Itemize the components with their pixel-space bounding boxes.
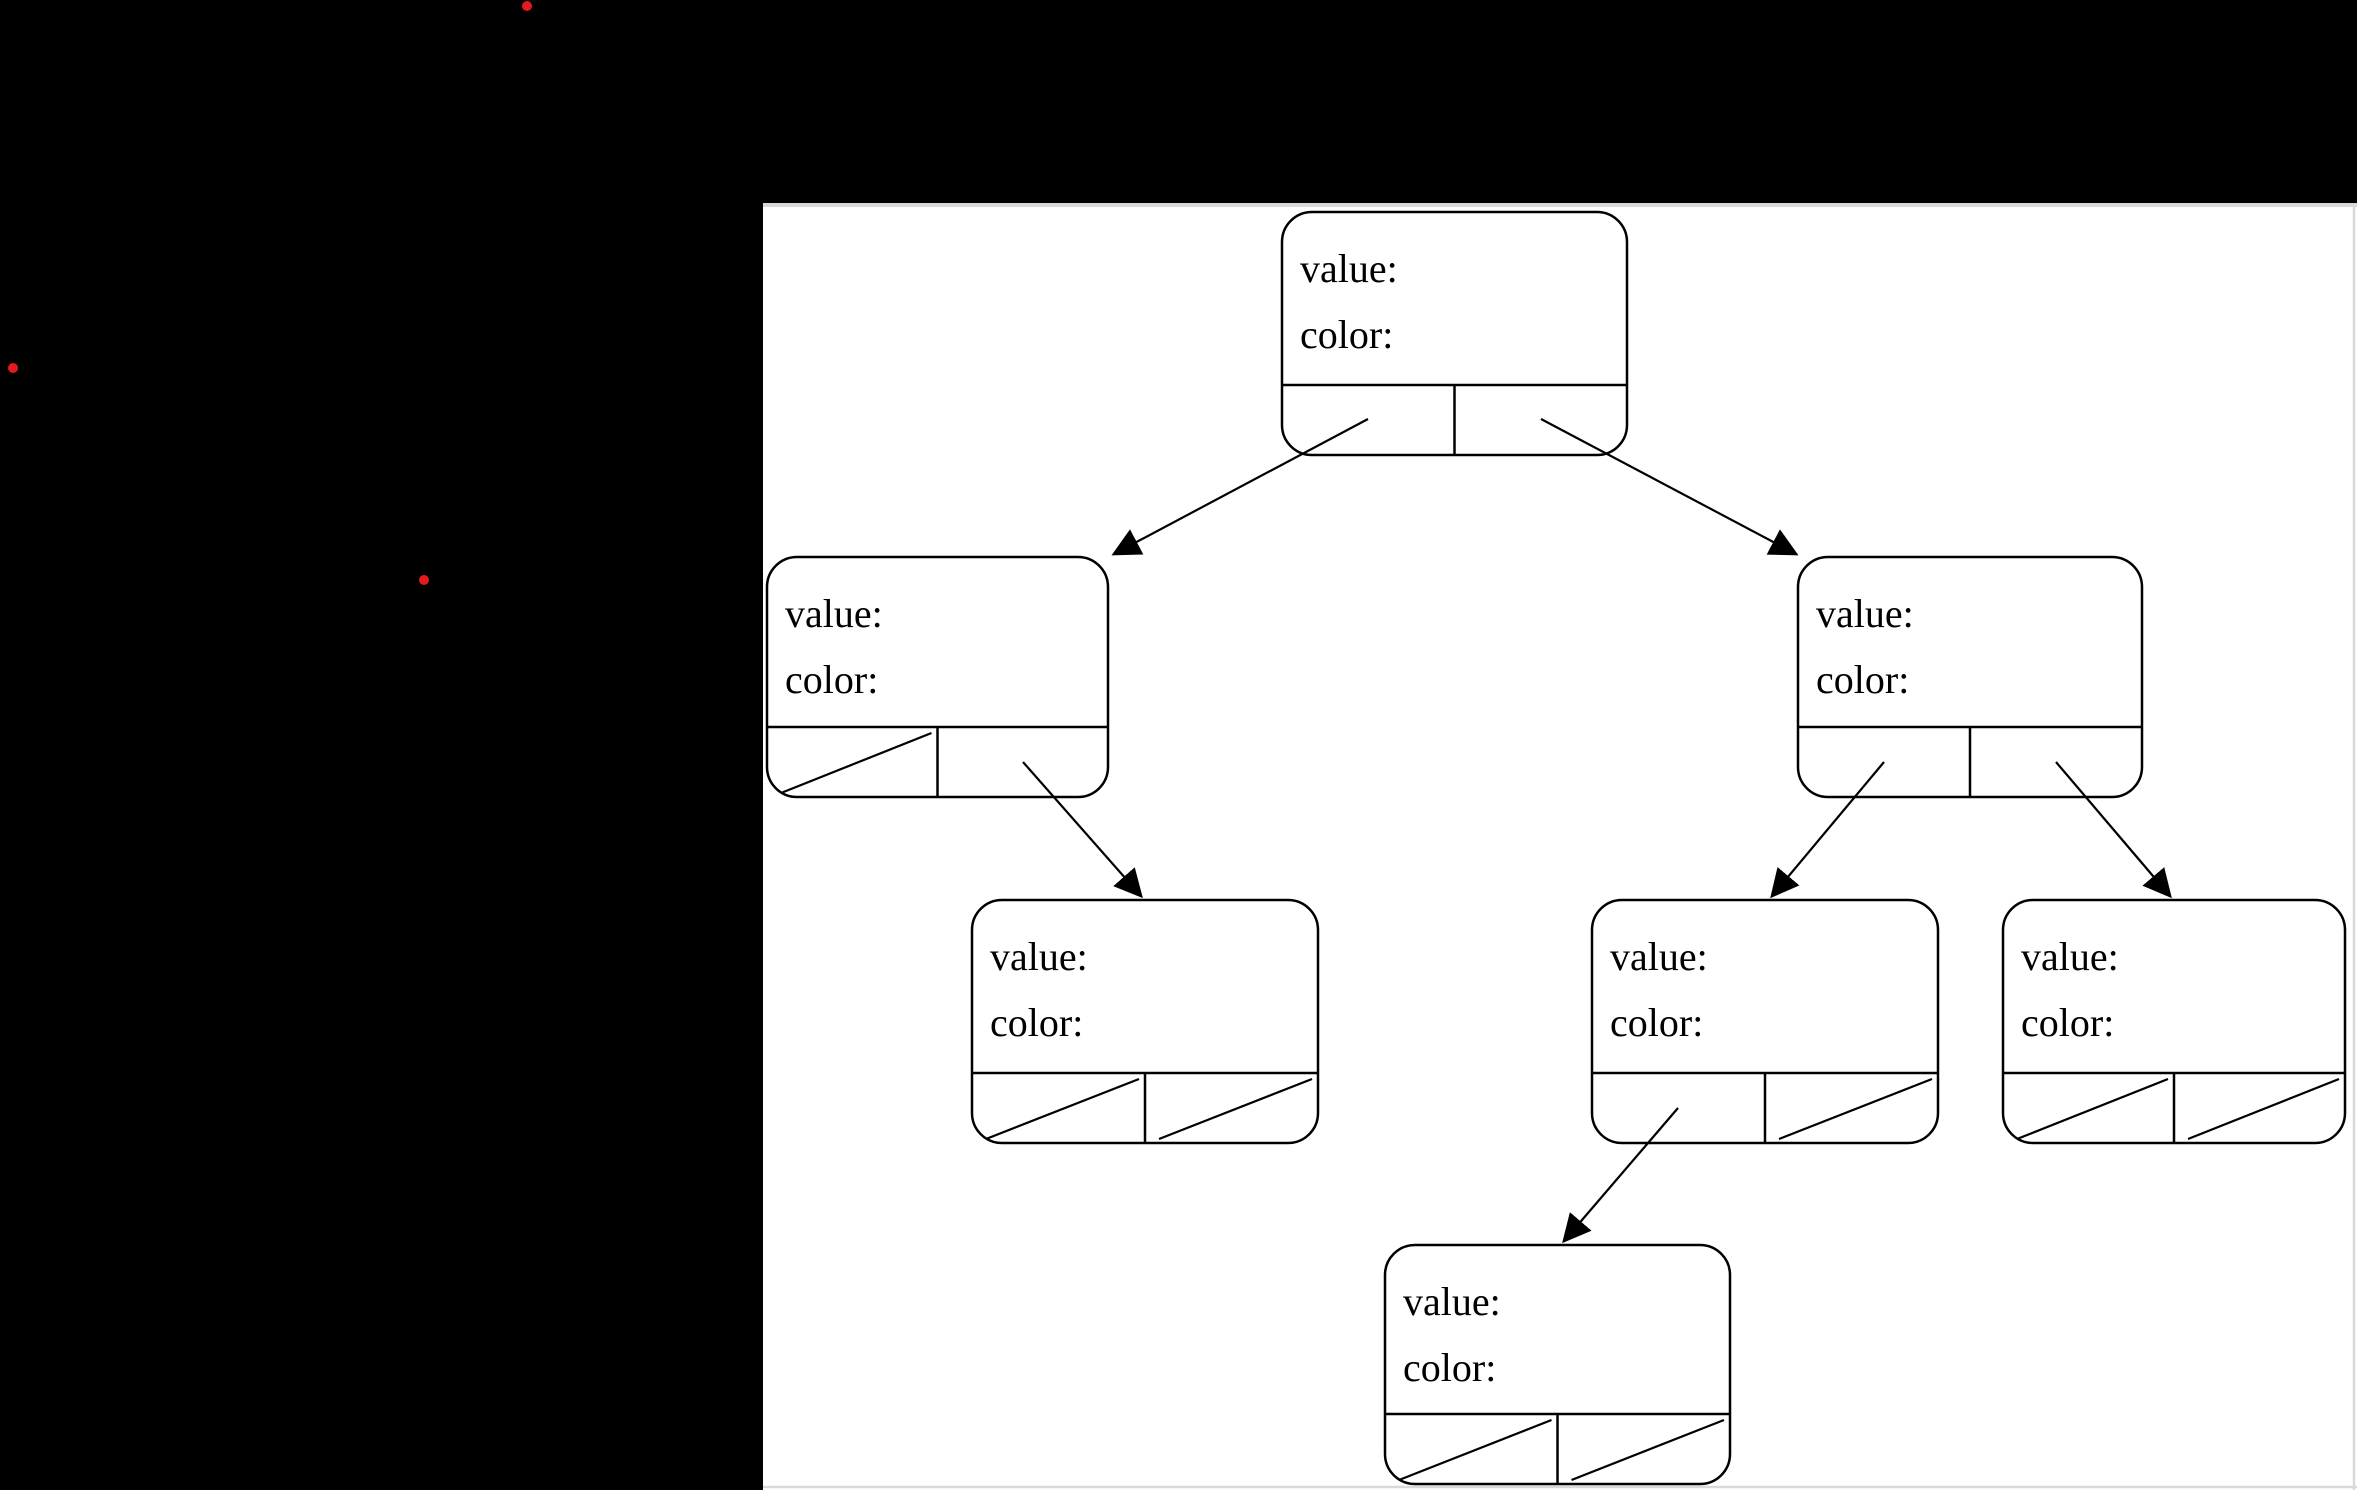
red-annotation-dot-1 bbox=[522, 1, 532, 11]
node-value-label: value: bbox=[990, 934, 1088, 979]
pointer-arrow-right-child-left bbox=[1770, 761, 1885, 899]
node-color-label: color: bbox=[1403, 1345, 1496, 1390]
node-color-label: color: bbox=[990, 1000, 1083, 1045]
null-pointer-slash-right bbox=[1158, 1077, 1313, 1141]
null-pointer-slash-right bbox=[1778, 1077, 1933, 1141]
node-value-label: value: bbox=[1403, 1279, 1501, 1324]
node-value-label: value: bbox=[2021, 934, 2119, 979]
node-value-label: value: bbox=[1610, 934, 1708, 979]
node-color-label: color: bbox=[1610, 1000, 1703, 1045]
tree-node-root: value: color: bbox=[1280, 210, 1629, 457]
node-color-label: color: bbox=[2021, 1000, 2114, 1045]
pointer-arrow-left-child-right bbox=[1022, 761, 1143, 899]
node-color-label: color: bbox=[1816, 657, 1909, 702]
pointer-arrow-root-left bbox=[1111, 418, 1369, 556]
null-pointer-slash-left bbox=[780, 731, 932, 795]
node-value-label: value: bbox=[1300, 246, 1398, 291]
null-pointer-slash-left bbox=[985, 1077, 1140, 1141]
tree-node-left-right-grandchild: value: color: bbox=[970, 898, 1320, 1145]
red-annotation-dot-2 bbox=[8, 363, 18, 373]
pointer-arrow-root-right bbox=[1540, 418, 1799, 556]
tree-node-right-right-grandchild: value: color: bbox=[2001, 898, 2347, 1145]
tree-node-right-left-left-node: value: color: bbox=[1383, 1243, 1732, 1486]
null-pointer-slash-right bbox=[2187, 1077, 2340, 1141]
node-value-label: value: bbox=[785, 591, 883, 636]
node-color-label: color: bbox=[785, 657, 878, 702]
pointer-arrows-layer bbox=[1022, 418, 2172, 1244]
pointer-arrow-right-child-right bbox=[2055, 761, 2172, 899]
tree-node-right-left-grandchild: value: color: bbox=[1590, 898, 1940, 1145]
null-pointer-slash-left bbox=[2016, 1077, 2169, 1141]
null-pointer-slash-right bbox=[1571, 1418, 1725, 1482]
red-annotation-dot-3 bbox=[419, 575, 429, 585]
tree-node-left-child: value: color: bbox=[765, 555, 1110, 799]
null-pointer-slash-left bbox=[1398, 1418, 1552, 1482]
annotation-dots-layer bbox=[8, 1, 532, 585]
tree-nodes-layer: value:color:value:color:value:color:valu… bbox=[765, 210, 2347, 1486]
tree-node-right-child: value: color: bbox=[1796, 555, 2144, 799]
pointer-arrow-right-left-grandchild-left bbox=[1562, 1107, 1679, 1244]
node-value-label: value: bbox=[1816, 591, 1914, 636]
node-color-label: color: bbox=[1300, 312, 1393, 357]
